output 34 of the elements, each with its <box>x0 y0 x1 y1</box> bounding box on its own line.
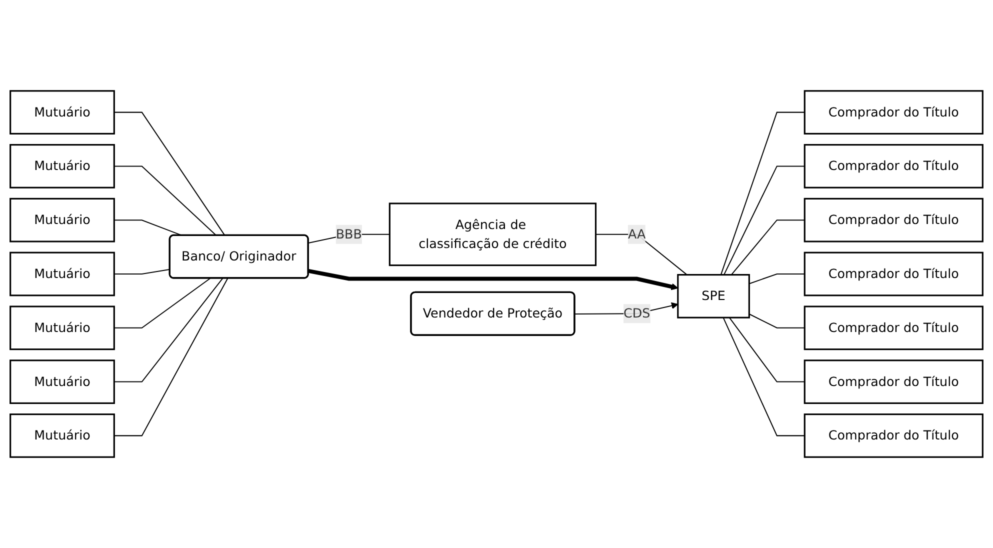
arrow <box>308 268 678 290</box>
node-box: Mutuário <box>10 252 115 296</box>
node-box: Mutuário <box>10 414 115 458</box>
connector <box>114 278 224 382</box>
node-box: Comprador do Título <box>804 306 984 350</box>
connector <box>748 314 805 328</box>
node-box: Mutuário <box>10 90 115 134</box>
node-box: Comprador do Título <box>804 144 984 188</box>
connector <box>749 273 805 284</box>
connector <box>114 278 228 436</box>
connector <box>720 112 805 275</box>
node-box: SPE <box>677 274 750 318</box>
node-box: Comprador do Título <box>804 90 984 134</box>
edge-label: CDS <box>623 306 650 321</box>
connector <box>114 278 210 328</box>
node-box: Agência de classificação de crédito <box>388 202 597 266</box>
connector <box>728 317 805 382</box>
node-box: Mutuário <box>10 144 115 188</box>
node-box: Comprador do Título <box>804 414 984 458</box>
connector <box>596 234 688 276</box>
node-box: Comprador do Título <box>804 360 984 404</box>
node-box: Mutuário <box>10 198 115 242</box>
connector <box>722 317 805 436</box>
edge-label: BBB <box>336 226 362 242</box>
node-box: Comprador do Título <box>804 198 984 242</box>
connector <box>114 166 217 236</box>
connector <box>114 268 170 275</box>
connector <box>724 166 805 276</box>
node-box: Mutuário <box>10 306 115 350</box>
node-box: Comprador do Título <box>804 252 984 296</box>
edge-label: AA <box>628 226 646 242</box>
connector <box>730 220 805 276</box>
node-box: Mutuário <box>10 360 115 404</box>
connector <box>114 112 226 236</box>
